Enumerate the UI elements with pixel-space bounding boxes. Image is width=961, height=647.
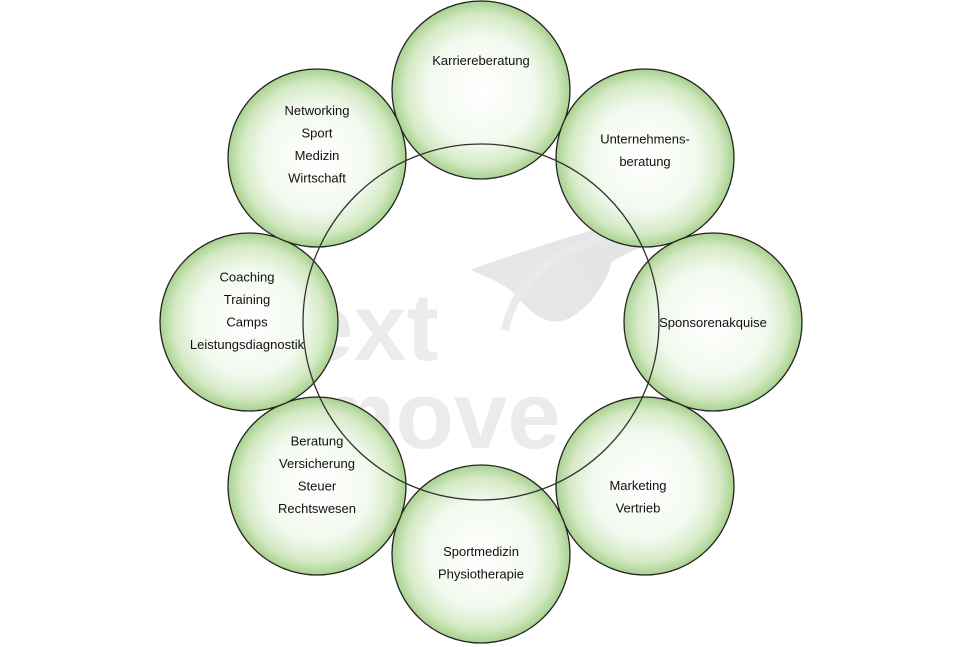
node-label-line: Sponsorenakquise [659, 315, 767, 330]
node-label-line: Sport [301, 126, 332, 141]
node-label-line: Networking [284, 103, 349, 118]
node-label-line: Training [224, 292, 270, 307]
ring-labels: KarriereberatungUnternehmens-beratungSpo… [190, 53, 767, 581]
node-label-unternehmen: Unternehmens-beratung [600, 132, 690, 170]
node-label-line: Wirtschaft [288, 171, 346, 186]
node-label-line: Vertrieb [616, 500, 661, 515]
node-label-line: Karriereberatung [432, 53, 530, 68]
node-label-line: Rechtswesen [278, 501, 356, 516]
node-label-line: Versicherung [279, 456, 355, 471]
node-label-line: Unternehmens- [600, 132, 690, 147]
node-label-line: Coaching [220, 269, 275, 284]
node-label-sponsoren: Sponsorenakquise [659, 315, 767, 330]
node-label-karriere: Karriereberatung [432, 53, 530, 68]
node-label-line: Steuer [298, 478, 337, 493]
node-label-line: Medizin [295, 148, 340, 163]
node-label-line: beratung [619, 154, 670, 169]
node-label-line: Beratung [291, 433, 344, 448]
node-label-line: Camps [226, 314, 268, 329]
node-label-line: Marketing [609, 478, 666, 493]
center-circle [302, 143, 660, 501]
node-label-line: Physiotherapie [438, 566, 524, 581]
node-label-line: Leistungsdiagnostik [190, 337, 305, 352]
node-label-line: Sportmedizin [443, 544, 519, 559]
